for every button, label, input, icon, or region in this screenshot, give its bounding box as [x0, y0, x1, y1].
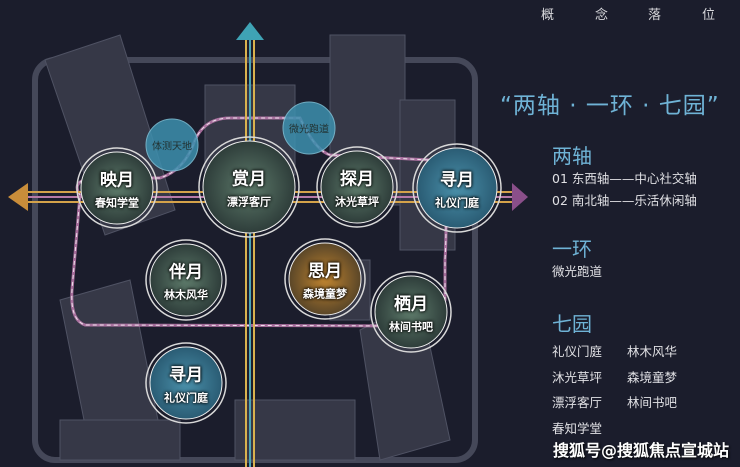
garden-item: 漂浮客厅 [552, 395, 603, 410]
garden-node-label: 寻月礼仪门庭 [164, 361, 208, 406]
header-char: 位 [702, 8, 716, 23]
node-sub: 礼仪门庭 [435, 196, 479, 210]
garden-node [316, 146, 398, 228]
axes-item: 01 东西轴——中心社交轴 [552, 171, 697, 186]
axes-heading: 两轴 [552, 144, 592, 168]
header-char: 概 [541, 8, 555, 23]
site-plan-map [8, 22, 528, 467]
gardens-heading: 七园 [552, 312, 592, 336]
garden-item: 林木风华 [627, 344, 678, 359]
garden-node-label: 探月沐光草坪 [335, 165, 379, 210]
bubble-label: 体测天地 [152, 141, 192, 153]
garden-node [76, 147, 158, 229]
garden-node [412, 143, 502, 233]
ring-heading: 一环 [552, 237, 592, 261]
garden-node-label: 思月森境童梦 [303, 257, 347, 302]
node-name: 伴月 [169, 262, 203, 283]
node-sub: 林间书吧 [389, 320, 433, 334]
garden-node-label: 伴月林木风华 [164, 258, 208, 303]
garden-node [198, 136, 300, 238]
node-sub: 森境童梦 [303, 287, 347, 301]
garden-item: 礼仪门庭 [552, 344, 603, 359]
node-name: 映月 [100, 170, 134, 191]
garden-node [370, 271, 452, 353]
node-name: 栖月 [394, 294, 428, 315]
bubble-label: 微光跑道 [289, 124, 329, 136]
bubble-circle [282, 101, 336, 155]
arrow-left-icon [8, 183, 28, 211]
garden-node [145, 342, 227, 424]
arrow-up-icon [236, 22, 264, 40]
garden-item: 森境童梦 [627, 370, 678, 385]
watermark: 搜狐号@搜狐焦点宣城站 [553, 441, 730, 460]
node-name: 探月 [340, 169, 374, 190]
garden-node-label: 赏月漂浮客厅 [227, 165, 271, 210]
node-sub: 漂浮客厅 [227, 195, 271, 209]
node-sub: 沐光草坪 [335, 195, 379, 209]
garden-node [145, 239, 227, 321]
header-char: 落 [648, 8, 662, 23]
ns-axis [236, 22, 264, 467]
header-char: 念 [595, 8, 609, 23]
axes-item: 02 南北轴——乐活休闲轴 [552, 193, 697, 208]
garden-node-label: 映月春知学堂 [95, 166, 139, 211]
garden-item: 沐光草坪 [552, 370, 603, 385]
node-sub: 林木风华 [164, 288, 208, 302]
node-name: 寻月 [169, 365, 203, 386]
node-sub: 礼仪门庭 [164, 391, 208, 405]
ring-item: 微光跑道 [552, 264, 603, 279]
node-name: 赏月 [232, 169, 266, 190]
main-title: “两轴 · 一环 · 七园” [500, 93, 720, 119]
garden-item: 林间书吧 [627, 395, 678, 410]
node-name: 寻月 [440, 170, 474, 191]
garden-node-label: 栖月林间书吧 [389, 290, 433, 335]
garden-item: 春知学堂 [552, 421, 603, 436]
arrow-right-icon [512, 183, 528, 211]
garden-node-label: 寻月礼仪门庭 [435, 166, 479, 211]
bubble-circle [145, 118, 199, 172]
node-sub: 春知学堂 [95, 196, 139, 210]
garden-node [284, 238, 366, 320]
node-name: 思月 [308, 261, 342, 282]
